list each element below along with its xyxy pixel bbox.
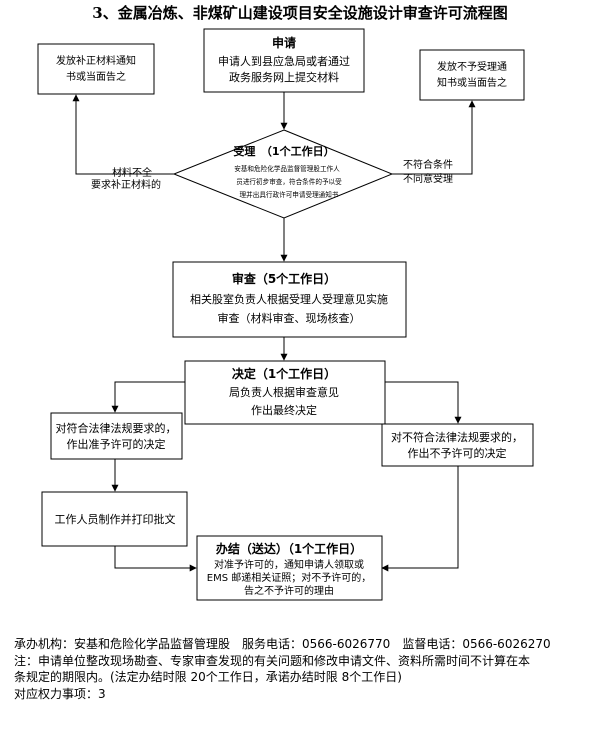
apply-line-2: 政务服务网上提交材料	[229, 70, 339, 84]
approve-line-1: 对符合法律法规要求的，	[56, 421, 177, 435]
arrow-decide-to-deny	[385, 381, 462, 424]
accept-line-3: 理并出具行政许可申请受理通知书	[240, 190, 339, 199]
decide-node: 决定（1个工作日） 局负责人根据审查意见 作出最终决定	[184, 360, 386, 425]
decide-line-1: 局负责人根据审查意见	[229, 385, 339, 399]
arrow-decide-to-approve	[111, 381, 185, 413]
supplement-notice-line-1: 发放补正材料通知	[56, 54, 136, 67]
finish-line-2: EMS 邮递相关证照；对不予许可的，	[207, 571, 371, 584]
page-title: 3、金属冶炼、非煤矿山建设项目安全设施设计审查许可流程图	[92, 4, 507, 22]
label-not-qualified-2: 不同意受理	[403, 172, 453, 185]
label-incomplete-1: 材料不全	[112, 166, 152, 179]
label-not-qualified-1: 不符合条件	[403, 158, 453, 171]
accept-heading: 受理 （1个工作日）	[233, 144, 334, 158]
label-incomplete-2: 要求补正材料的	[91, 178, 161, 191]
review-node: 审查（5个工作日） 相关股室负责人根据受理人受理意见实施 审查（材料审查、现场核…	[172, 261, 407, 338]
finish-heading: 办结（送达）（1个工作日）	[216, 541, 362, 556]
arrow-accept-to-reject	[392, 100, 476, 175]
accept-line-2: 员进行初步审查，符合条件的予以受	[236, 177, 342, 186]
review-line-2: 审查（材料审查、现场核查）	[218, 311, 361, 325]
deny-line-1: 对不符合法律法规要求的，	[391, 430, 523, 444]
footer-note-line-2: 条规定的期限内。(法定办结时限 20个工作日，承诺办结时限 8个工作日)	[14, 670, 402, 684]
approve-node: 对符合法律法规要求的， 作出准予许可的决定	[50, 412, 183, 460]
review-heading: 审查（5个工作日）	[232, 271, 336, 286]
supplement-notice-line-2: 书或当面告之	[66, 70, 126, 83]
approve-line-2: 作出准予许可的决定	[67, 437, 166, 451]
footer-notes: 承办机构：安基和危险化学品监督管理股 服务电话：0566-6026770 监督电…	[14, 636, 594, 702]
arrow-deny-to-finish	[381, 466, 459, 572]
finish-line-3: 告之不予许可的理由	[244, 584, 334, 597]
decide-heading: 决定（1个工作日）	[232, 366, 336, 381]
reject-notice-node: 发放不予受理通 知书或当面告之	[419, 49, 525, 101]
accept-node: 受理 （1个工作日） 安基和危险化学品监督管理股工作人 员进行初步审查，符合条件…	[172, 129, 394, 219]
apply-heading: 申请	[272, 35, 296, 50]
arrow-accept-to-supplement	[72, 94, 174, 175]
reject-notice-line-2: 知书或当面告之	[437, 76, 507, 89]
connectors	[72, 92, 476, 572]
reject-notice-line-1: 发放不予受理通	[437, 60, 507, 73]
footer-contact-line: 承办机构：安基和危险化学品监督管理股 服务电话：0566-6026770 监督电…	[14, 637, 551, 651]
apply-line-1: 申请人到县应急局或者通过	[218, 54, 350, 68]
arrow-print-to-finish	[114, 546, 197, 572]
apply-node: 申请 申请人到县应急局或者通过 政务服务网上提交材料	[203, 28, 365, 93]
deny-line-2: 作出不予许可的决定	[408, 446, 507, 460]
supplement-notice-node: 发放补正材料通知 书或当面告之	[37, 43, 155, 95]
print-node: 工作人员制作并打印批文	[41, 491, 188, 547]
footer-note-line-1: 注：申请单位整改现场勘查、专家审查发现的有关问题和修改申请文件、资料所需时间不计…	[14, 653, 531, 668]
decide-line-2: 作出最终决定	[251, 403, 317, 417]
finish-line-1: 对准予许可的，通知申请人领取或	[214, 558, 364, 571]
finish-node: 办结（送达）（1个工作日） 对准予许可的，通知申请人领取或 EMS 邮递相关证照…	[196, 535, 383, 601]
accept-line-1: 安基和危险化学品监督管理股工作人	[234, 164, 340, 173]
flowchart: 3、金属冶炼、非煤矿山建设项目安全设施设计审查许可流程图 申请 申请人到县应急局…	[37, 4, 534, 601]
footer-power-item: 对应权力事项：3	[14, 686, 106, 701]
print-label: 工作人员制作并打印批文	[55, 512, 176, 526]
review-line-1: 相关股室负责人根据受理人受理意见实施	[190, 292, 388, 306]
deny-node: 对不符合法律法规要求的， 作出不予许可的决定	[381, 423, 534, 467]
